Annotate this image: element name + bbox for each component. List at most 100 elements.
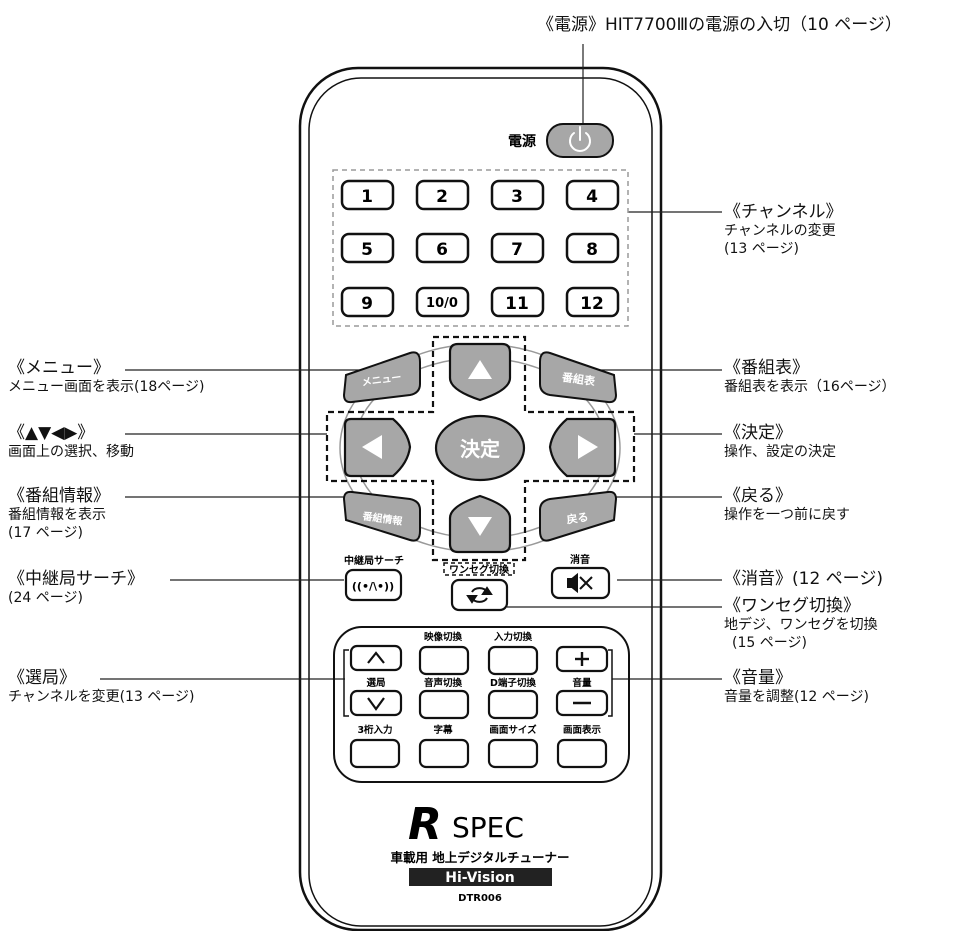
channel-buttons: 1 2 3 4 5 6 7 8 9 10/0 11 12 (340, 179, 620, 318)
power-icon (569, 126, 591, 152)
volume-label: 音量 (572, 677, 592, 689)
digit3-label: 3桁入力 (357, 724, 392, 736)
menu-annotation-title: 《メニュー》 (8, 358, 110, 378)
svg-text:10/0: 10/0 (426, 296, 458, 311)
channel-button-4[interactable]: 4 (565, 179, 620, 211)
guide-label: 番組表 (560, 370, 597, 389)
screen-display-button[interactable] (556, 738, 608, 769)
refresh-icon (466, 586, 493, 604)
lower-panel (333, 626, 630, 783)
volume-down-button[interactable] (555, 689, 609, 717)
relay-annotation-title: 《中継局サーチ》 (8, 569, 144, 589)
digit3-button[interactable] (349, 738, 401, 769)
mute-button[interactable] (550, 566, 611, 600)
chevron-up-icon (367, 651, 385, 664)
svg-text:2: 2 (436, 187, 448, 207)
back-annotation-title: 《戻る》 (724, 486, 792, 506)
mute-label: 消音 (570, 553, 590, 566)
back-button[interactable]: 戻る (539, 490, 618, 542)
select-up-button[interactable] (349, 644, 403, 672)
relay-annotation: 《中継局サーチ》 (24 ページ) (8, 569, 144, 607)
enter-annotation: 《決定》 操作、設定の決定 (724, 423, 836, 461)
subtitle-label: 字幕 (433, 724, 453, 736)
d-terminal-button[interactable] (487, 689, 539, 720)
channel-button-11[interactable]: 11 (490, 286, 545, 318)
relay-search-button[interactable]: ((•/\•)) (344, 568, 403, 602)
brand-r-logo: R (408, 799, 442, 850)
svg-text:11: 11 (505, 294, 529, 314)
audio-switch-button[interactable] (418, 689, 470, 720)
screen-display-label: 画面表示 (563, 724, 602, 736)
svg-text:9: 9 (361, 294, 373, 314)
oneseg-label: ワンセグ切換 (449, 563, 510, 576)
channel-button-9[interactable]: 9 (340, 286, 395, 318)
guide-annotation-title: 《番組表》 (724, 358, 809, 378)
chevron-down-icon (367, 697, 385, 711)
channel-button-1[interactable]: 1 (340, 179, 395, 211)
guide-annotation: 《番組表》 番組表を表示（16ページ） (724, 358, 896, 396)
back-label: 戻る (565, 510, 590, 527)
video-switch-button[interactable] (418, 645, 470, 676)
model-number: DTR006 (458, 893, 502, 904)
down-button[interactable] (448, 494, 512, 554)
oneseg-annotation-desc: 地デジ、ワンセグを切換 (724, 617, 878, 633)
select-down-button[interactable] (349, 689, 403, 717)
left-button[interactable] (343, 417, 412, 478)
subtitle-button[interactable] (418, 738, 470, 769)
select-annotation-title: 《選局》 (8, 668, 76, 688)
svg-text:8: 8 (586, 240, 598, 260)
svg-text:4: 4 (586, 187, 598, 207)
channel-button-10[interactable]: 10/0 (415, 286, 470, 318)
select-annotation: 《選局》 チャンネルを変更(13 ページ) (8, 668, 195, 706)
volume-annotation-desc: 音量を調整(12 ページ) (724, 689, 869, 705)
channel-button-7[interactable]: 7 (490, 232, 545, 264)
arrows-annotation-desc: 画面上の選択、移動 (8, 444, 134, 460)
menu-annotation-desc: メニュー画面を表示(18ページ) (8, 379, 205, 395)
back-annotation: 《戻る》 操作を一つ前に戻す (724, 486, 850, 524)
channel-button-12[interactable]: 12 (565, 286, 620, 318)
info-annotation: 《番組情報》 番組情報を表示 (17 ページ) (8, 486, 110, 542)
enter-annotation-desc: 操作、設定の決定 (724, 444, 836, 460)
channel-button-5[interactable]: 5 (340, 232, 395, 264)
back-annotation-desc: 操作を一つ前に戻す (724, 507, 850, 523)
svg-text:3: 3 (511, 187, 523, 207)
screen-size-label: 画面サイズ (489, 724, 537, 736)
mute-annotation: 《消音》(12 ページ) (724, 569, 883, 589)
menu-button[interactable]: メニュー (342, 351, 421, 404)
mute-annotation-title: 《消音》(12 ページ) (724, 569, 883, 589)
guide-annotation-desc: 番組表を表示（16ページ） (724, 379, 896, 395)
audio-switch-label: 音声切換 (424, 677, 463, 689)
select-annotation-desc: チャンネルを変更(13 ページ) (8, 689, 195, 705)
up-button[interactable] (448, 342, 512, 402)
relay-annotation-page: (24 ページ) (8, 590, 83, 606)
down-arrow-icon (468, 517, 492, 536)
oneseg-button[interactable] (450, 578, 509, 612)
channel-button-8[interactable]: 8 (565, 232, 620, 264)
enter-label: 決定 (460, 437, 500, 461)
svg-text:6: 6 (436, 240, 448, 260)
input-switch-button[interactable] (487, 645, 539, 676)
brand-spec: SPEC (452, 811, 524, 844)
channel-button-6[interactable]: 6 (415, 232, 470, 264)
info-annotation-desc: 番組情報を表示 (8, 507, 106, 523)
channel-button-3[interactable]: 3 (490, 179, 545, 211)
enter-annotation-title: 《決定》 (724, 423, 792, 443)
arrows-annotation-title: 《▲▼◀▶》 (8, 423, 95, 443)
oneseg-annotation-title: 《ワンセグ切換》 (724, 596, 860, 616)
enter-button[interactable]: 決定 (434, 414, 526, 482)
channel-annotation-title: 《チャンネル》 (724, 202, 843, 222)
svg-text:1: 1 (361, 187, 373, 207)
channel-group-box (332, 169, 629, 327)
info-button[interactable]: 番組情報 (342, 490, 421, 542)
oneseg-dashed-box (443, 562, 515, 576)
video-switch-label: 映像切換 (424, 631, 463, 643)
guide-button[interactable]: 番組表 (539, 351, 618, 404)
channel-button-2[interactable]: 2 (415, 179, 470, 211)
screen-size-button[interactable] (487, 738, 539, 769)
relay-label: 中継局サーチ (344, 554, 404, 567)
volume-up-button[interactable] (555, 645, 609, 673)
right-button[interactable] (548, 417, 617, 478)
volume-bracket (608, 649, 613, 717)
hivision-text: Hi-Vision (445, 870, 514, 886)
channel-annotation-page: (13 ページ) (724, 241, 799, 257)
